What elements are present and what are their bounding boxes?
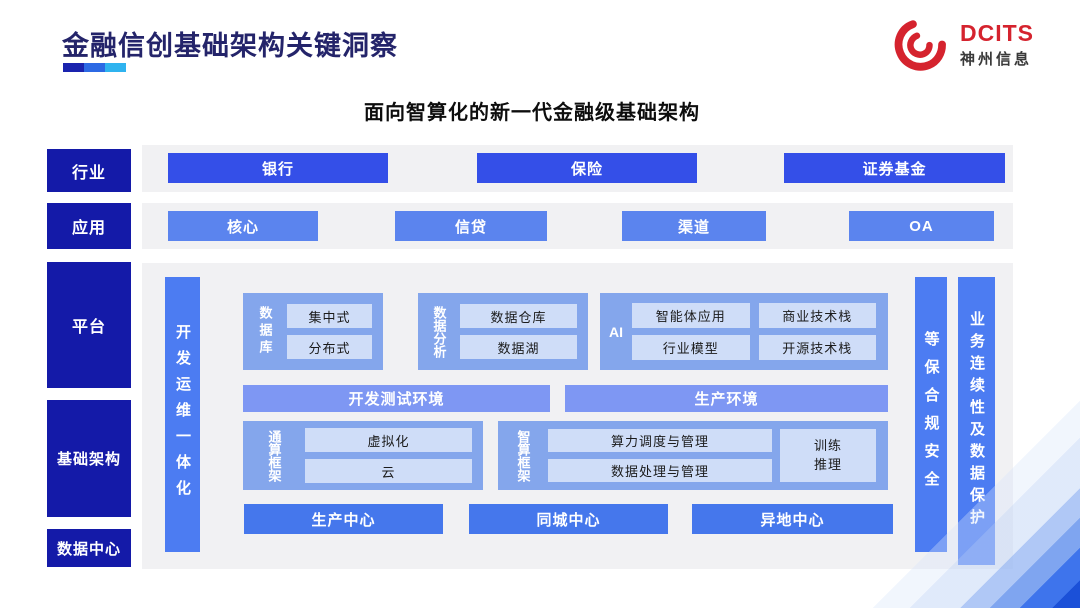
chip-centralized: 集中式 (287, 304, 372, 328)
logo-company-text: 神州信息 (960, 51, 1033, 69)
dev-test-environment-bar: 开发测试环境 (243, 385, 550, 412)
datacenter-production-bar: 生产中心 (244, 504, 443, 534)
devops-vertical-bar: 开发运维一体化 (165, 277, 200, 552)
page-title: 金融信创基础架构关键洞察 (62, 31, 398, 61)
data-analytics-group: 数据分析 数据仓库 数据湖 (418, 293, 588, 370)
company-logo: DCITS 神州信息 (888, 14, 1034, 76)
chip-data-lake: 数据湖 (460, 335, 577, 359)
compliance-security-vertical-bar: 等保合规安全 (915, 277, 947, 552)
chip-opensource-stack: 开源技术栈 (758, 335, 876, 360)
chip-virtualization: 虚拟化 (305, 428, 472, 452)
chip-compute-scheduling: 算力调度与管理 (548, 429, 772, 452)
layer-label-platform: 平台 (47, 262, 131, 388)
ai-group: AI 智能体应用 商业技术栈 行业模型 开源技术栈 (600, 293, 888, 370)
data-analytics-group-label: 数据分析 (431, 305, 447, 358)
chip-cloud: 云 (305, 459, 472, 483)
production-environment-bar: 生产环境 (565, 385, 888, 412)
industry-item-securities: 证券基金 (784, 153, 1005, 183)
chip-data-processing: 数据处理与管理 (548, 459, 772, 482)
chip-distributed: 分布式 (287, 335, 372, 359)
underline-segment-dark (63, 63, 84, 72)
general-compute-group-label: 通算框架 (266, 429, 282, 482)
layer-label-application: 应用 (47, 203, 131, 249)
logo-brand-text: DCITS (960, 19, 1034, 46)
layer-label-industry: 行业 (47, 149, 131, 192)
diagram-subtitle: 面向智算化的新一代金融级基础架构 (364, 102, 700, 124)
general-compute-group: 通算框架 虚拟化 云 (243, 421, 483, 490)
chip-industry-models: 行业模型 (632, 335, 750, 360)
application-item-credit: 信贷 (395, 211, 547, 241)
chip-agent-apps: 智能体应用 (632, 303, 750, 328)
intelligent-compute-group: 智算框架 算力调度与管理 数据处理与管理 训练 推理 (498, 421, 888, 490)
chip-data-warehouse: 数据仓库 (460, 304, 577, 328)
datacenter-samecity-bar: 同城中心 (469, 504, 668, 534)
layer-label-infrastructure: 基础架构 (47, 400, 131, 517)
business-continuity-vertical-bar: 业务连续性及数据保护 (958, 277, 995, 565)
database-group: 数据库 集中式 分布式 (243, 293, 383, 370)
red-swirl-icon (894, 20, 946, 71)
application-item-oa: OA (849, 211, 994, 241)
underline-segment-mid (84, 63, 105, 72)
chip-training-inference: 训练 推理 (780, 429, 876, 482)
ai-group-label: AI (609, 323, 623, 340)
database-group-label: 数据库 (257, 306, 273, 357)
industry-item-bank: 银行 (168, 153, 388, 183)
layer-label-datacenter: 数据中心 (47, 529, 131, 567)
intelligent-compute-group-label: 智算框架 (515, 429, 531, 482)
application-item-core: 核心 (168, 211, 318, 241)
application-item-channel: 渠道 (622, 211, 766, 241)
title-underline (63, 63, 126, 72)
chip-commercial-stack: 商业技术栈 (758, 303, 876, 328)
datacenter-remote-bar: 异地中心 (692, 504, 893, 534)
industry-item-insurance: 保险 (477, 153, 697, 183)
underline-segment-light (105, 63, 126, 72)
